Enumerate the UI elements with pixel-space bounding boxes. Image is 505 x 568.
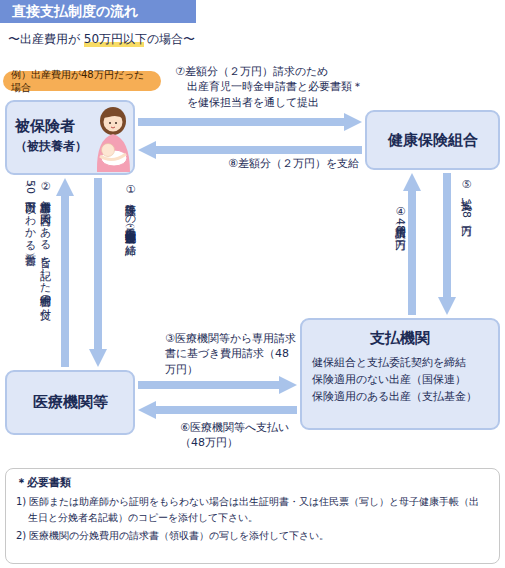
- process-box: 被保険者 （被扶養者）: [5, 100, 135, 175]
- flow-arrow: [138, 118, 344, 126]
- process-box: 支払機関健保組合と支払委託契約を締結 保険適用のない出産（国保連） 保険適用のあ…: [300, 318, 500, 430]
- node-text: 1) 医師または助産師から証明をもらわない場合は出生証明書・又は住民票（写し）と…: [16, 494, 489, 526]
- edge-label: ④費用請求（48万円）: [390, 205, 408, 317]
- node-heading: 支払機関: [312, 328, 488, 348]
- node-text: 2) 医療機関の分娩費用の請求書（領収書）の写しを添付して下さい。: [16, 528, 489, 544]
- node-heading: 医療機関等: [33, 392, 108, 412]
- node-heading: 健康保険組合: [388, 130, 478, 150]
- process-box: 医療機関等: [5, 370, 135, 435]
- node-heading: ＊必要書類: [16, 476, 489, 491]
- example-tag: 例）出産費用が48万円だった場合: [3, 71, 161, 91]
- mother-illustration: [97, 107, 130, 172]
- edge-label: ⑦差額分（２万円）請求のため 出産育児一時金申請書と必要書類＊ を健保担当者を通…: [175, 64, 377, 110]
- edge-label: ⑧差額分（２万円）を支給: [228, 156, 378, 171]
- edge-label: ⑤支払い（48万円）: [456, 178, 474, 290]
- process-box: 健康保険組合: [365, 110, 500, 170]
- flow-arrow: [156, 146, 362, 154]
- node-text: 健保組合と支払委託契約を締結 保険適用のない出産（国保連） 保険適用のある出産（…: [312, 354, 488, 405]
- edge-label: ②専用請求書と同内容である 旨を記した明細書の交付 （50万円以下かわかる書類）: [5, 180, 53, 368]
- flow-arrow: [408, 191, 416, 315]
- flow-arrow: [61, 196, 69, 367]
- node-text: （被扶養者）: [15, 138, 87, 154]
- flow-arrow: [156, 406, 297, 414]
- note-box: ＊必要書類 1) 医師または助産師から証明をもらわない場合は出生証明書・又は住民票…: [5, 468, 500, 564]
- flow-arrow: [94, 178, 102, 349]
- flow-arrow: [443, 173, 451, 297]
- edge-label: ①保険証等＊の提示・入院（出産） 直接支払制度合意書の締結: [104, 183, 138, 363]
- edge-label: ③医療機関等から専用請求書に基づき費用請求（48万円）: [165, 331, 297, 377]
- node-heading: 被保険者: [15, 116, 75, 136]
- flow-arrow: [138, 381, 279, 389]
- title-band: 直接支払制度の流れ: [0, 0, 196, 23]
- node-heading: 例）出産費用が48万円だった場合: [11, 68, 153, 95]
- edge-label: ⑥医療機関等へ支払い（48万円）: [180, 420, 295, 451]
- subtitle-text: 〜出産費用が 50万円以下の場合〜: [8, 31, 195, 48]
